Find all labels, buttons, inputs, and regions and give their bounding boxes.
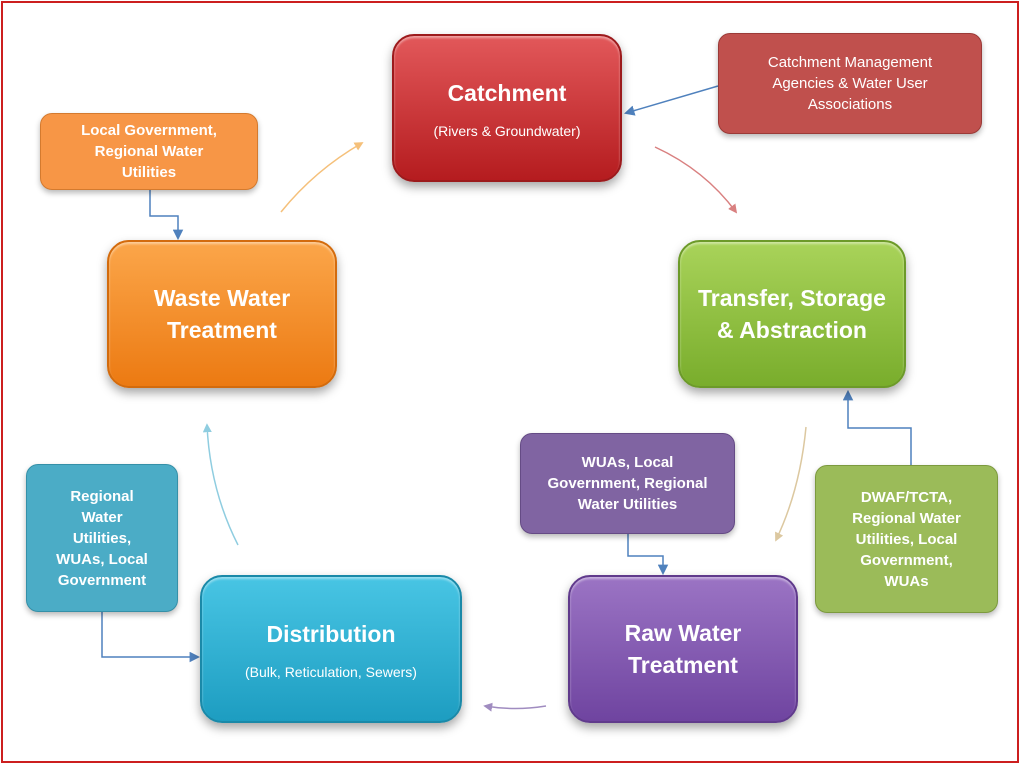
cycle-arrow-distribution-to-waste: [202, 423, 239, 546]
stage-raw-title-line1: Raw Water: [624, 620, 742, 646]
connector-dwaf-to-transfer: [842, 389, 912, 465]
stage-raw-water-treatment: Raw Water Treatment: [568, 575, 798, 723]
connector-local-to-waste: [149, 190, 184, 241]
cycle-arrow-waste-to-catchment: [280, 142, 364, 213]
stage-distribution-subtitle: (Bulk, Reticulation, Sewers): [245, 664, 417, 680]
stage-transfer-title-line2: & Abstraction: [717, 317, 867, 343]
actor-text-line: Water Utilities: [577, 496, 678, 513]
actor-text-line: Utilities,: [72, 529, 132, 547]
actor-text-line: Utilities: [121, 164, 177, 181]
stage-waste-title-line1: Waste Water: [153, 285, 291, 311]
stage-waste-water-treatment: Waste Water Treatment: [107, 240, 337, 388]
stage-transfer-storage: Transfer, Storage & Abstraction: [678, 240, 906, 388]
actor-text-line: WUAs, Local: [581, 454, 674, 471]
actor-text-line: Government,: [860, 551, 953, 569]
actor-text-line: WUAs, Local: [56, 550, 148, 568]
connector-agencies-to-catchment: [623, 85, 719, 116]
actor-text-line: Catchment Management: [767, 54, 933, 71]
stage-distribution-title: Distribution: [266, 621, 396, 647]
stage-distribution: Distribution (Bulk, Reticulation, Sewers…: [200, 575, 462, 723]
actor-local-regional: Local Government, Regional Water Utiliti…: [40, 113, 258, 190]
actor-text-line: Regional Water: [94, 143, 204, 160]
actor-text-line: Water: [81, 508, 123, 526]
actor-wuas: WUAs, Local Government, Regional Water U…: [520, 433, 735, 534]
stage-catchment: Catchment (Rivers & Groundwater): [392, 34, 622, 182]
actor-text-line: Regional: [70, 487, 134, 505]
connector-wuas-to-raw: [627, 534, 669, 576]
connector-regional-to-distribution: [101, 612, 201, 663]
stage-transfer-title-line1: Transfer, Storage: [698, 285, 886, 311]
stage-catchment-subtitle: (Rivers & Groundwater): [433, 123, 581, 139]
actor-text-line: Government: [57, 571, 147, 589]
actor-text-line: Agencies & Water User: [772, 75, 928, 92]
cycle-arrow-catchment-to-transfer: [654, 146, 738, 214]
cycle-arrow-transfer-to-raw: [775, 426, 807, 542]
actor-text-line: Regional Water: [852, 509, 961, 527]
cycle-arrow-raw-to-distribution: [483, 702, 547, 712]
actor-text-line: DWAF/TCTA,: [860, 488, 953, 506]
stage-catchment-title: Catchment: [447, 80, 567, 106]
actor-regional-utilities: Regional Water Utilities, WUAs, Local Go…: [26, 464, 178, 612]
stage-raw-title-line2: Treatment: [628, 652, 738, 678]
actor-text-line: Local Government,: [81, 122, 217, 139]
actor-dwaf-tcta: DWAF/TCTA, Regional Water Utilities, Loc…: [815, 465, 998, 613]
actor-catchment-agencies: Catchment Management Agencies & Water Us…: [718, 33, 982, 134]
stage-waste-title-line2: Treatment: [167, 317, 277, 343]
actor-text-line: Utilities, Local: [855, 530, 958, 548]
actor-text-line: Government, Regional: [547, 475, 708, 492]
actor-text-line: WUAs: [884, 572, 929, 590]
actor-text-line: Associations: [807, 96, 893, 113]
